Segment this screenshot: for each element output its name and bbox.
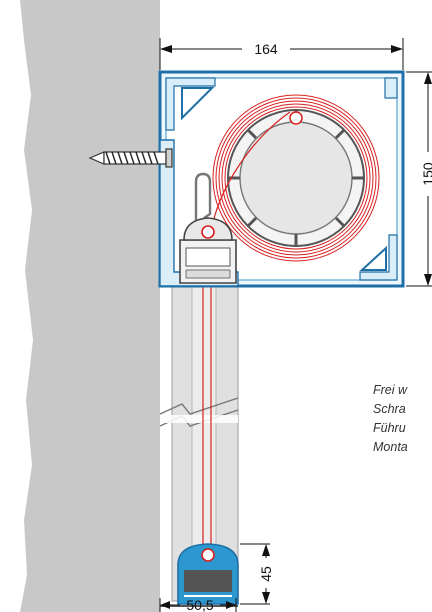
wall-screw-icon <box>88 148 173 168</box>
note-line: Monta <box>373 440 408 454</box>
dimension-height: 150 <box>406 71 432 287</box>
dimension-label-end-bar-width: 50,5 <box>186 597 213 612</box>
winding-drum-icon <box>227 109 365 247</box>
dimension-label-height: 150 <box>420 162 432 186</box>
dimension-end-bar-width: 50,5 <box>159 597 237 612</box>
side-note: Frei w Schra Führu Monta <box>373 381 432 457</box>
dimension-label-width: 164 <box>254 41 278 57</box>
dimension-label-end-bar-height: 45 <box>258 566 274 582</box>
guide-pulley <box>179 217 237 284</box>
corner-profile <box>359 245 387 271</box>
note-line: Führu <box>373 421 406 435</box>
note-line: Frei w <box>373 383 408 397</box>
belt-hook <box>194 172 212 228</box>
belt-strap <box>210 111 291 233</box>
corner-profile <box>181 87 215 121</box>
dimension-end-bar-height: 45 <box>240 543 274 605</box>
note-line: Schra <box>373 402 406 416</box>
corner-profile <box>359 234 398 281</box>
corner-profile <box>165 77 216 131</box>
belt-coil-icon <box>212 94 380 262</box>
wall <box>20 0 160 612</box>
break-line <box>159 397 239 415</box>
dimension-width: 164 <box>159 38 404 70</box>
end-bar <box>177 543 239 605</box>
